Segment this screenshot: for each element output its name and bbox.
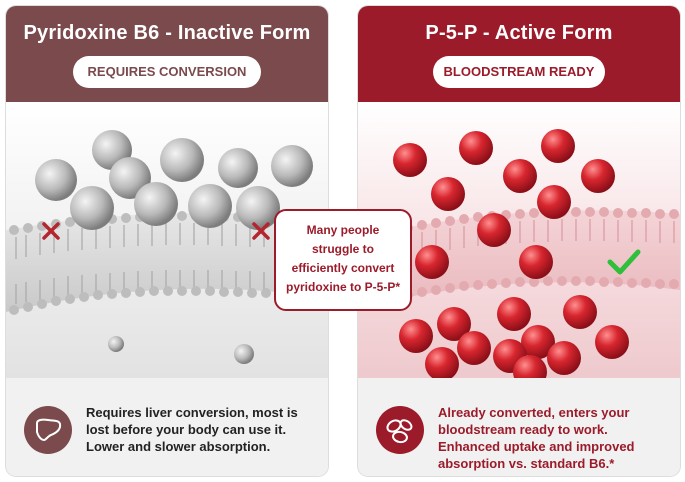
inactive-form-footer: Requires liver conversion, most is lost … <box>6 378 328 476</box>
callout-line: efficiently convert <box>291 261 395 275</box>
callout-line: pyridoxine to P-5-P* <box>285 280 401 294</box>
liver-icon <box>24 406 72 454</box>
active-form-header: P-5-P - Active Form BLOODSTREAM READY <box>358 6 680 102</box>
callout-line: struggle to <box>312 242 374 256</box>
p5p-molecules <box>393 129 629 378</box>
bloodstream-ready-badge: BLOODSTREAM READY <box>433 56 605 88</box>
active-form-description: Already converted, enters your bloodstre… <box>438 405 635 471</box>
requires-conversion-badge: REQUIRES CONVERSION <box>73 56 261 88</box>
active-form-footer: Already converted, enters your bloodstre… <box>358 378 680 476</box>
conversion-callout: Many people struggle to efficiently conv… <box>274 209 412 311</box>
inactive-form-title: Pyridoxine B6 - Inactive Form <box>23 22 311 44</box>
inactive-form-description: Requires liver conversion, most is lost … <box>86 405 298 454</box>
checkmark-icon <box>607 249 641 275</box>
cell-membrane <box>358 210 680 308</box>
inactive-form-panel: Pyridoxine B6 - Inactive Form REQUIRES C… <box>6 6 328 476</box>
pyridoxine-molecules <box>35 130 313 230</box>
callout-line: Many people <box>306 223 380 237</box>
cross-icon <box>252 222 270 240</box>
cross-icon <box>42 222 60 240</box>
blood-cells-icon <box>376 406 424 454</box>
inactive-form-header: Pyridoxine B6 - Inactive Form REQUIRES C… <box>6 6 328 102</box>
cell-membrane <box>6 212 328 312</box>
active-form-title: P-5-P - Active Form <box>425 22 613 44</box>
absorbed-molecules <box>108 336 254 364</box>
